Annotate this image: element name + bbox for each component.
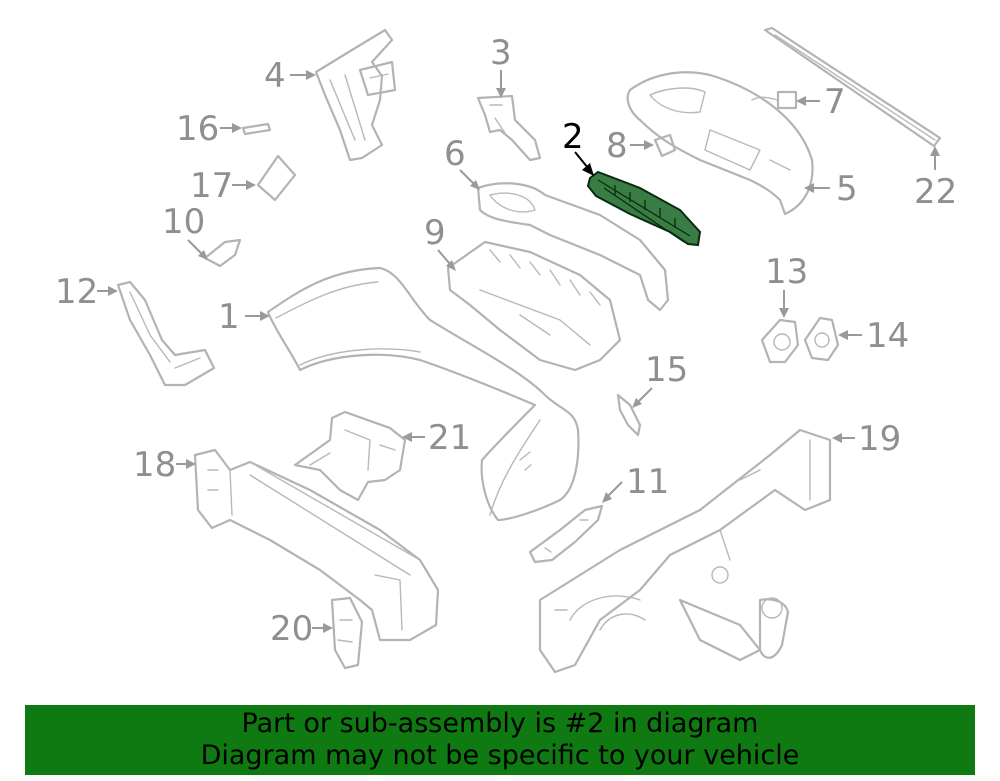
- callout-7[interactable]: 7: [796, 82, 846, 122]
- callout-label-18: 18: [133, 445, 176, 485]
- callout-label-10: 10: [162, 202, 205, 242]
- part-13-sensor-holder[interactable]: [760, 318, 800, 364]
- callout-1[interactable]: 1: [218, 297, 270, 337]
- part-18-impact-bar[interactable]: [193, 448, 440, 642]
- callout-label-13: 13: [765, 252, 808, 292]
- callout-20[interactable]: 20: [270, 609, 333, 649]
- part-22-long-strip[interactable]: [763, 26, 942, 148]
- callout-label-22: 22: [914, 172, 957, 212]
- part-3-bracket[interactable]: [476, 94, 542, 162]
- parts-diagram: 1 2 3 4 5 6 7 8 9 10: [55, 26, 957, 674]
- callout-label-3: 3: [490, 33, 512, 73]
- callout-label-19: 19: [858, 419, 901, 459]
- callout-13[interactable]: 13: [765, 252, 808, 318]
- part-5-diffuser[interactable]: [626, 71, 814, 216]
- callout-21[interactable]: 21: [402, 418, 471, 458]
- callout-label-15: 15: [645, 350, 688, 390]
- callout-17[interactable]: 17: [190, 166, 256, 206]
- part-12-side-bracket[interactable]: [116, 280, 216, 387]
- callout-label-8: 8: [606, 126, 628, 166]
- callout-9[interactable]: 9: [424, 213, 456, 271]
- part-6-trim-molding[interactable]: [476, 182, 670, 312]
- part-10-small-bracket[interactable]: [203, 238, 242, 268]
- part-14-sensor-holder[interactable]: [803, 316, 840, 362]
- banner-line-disclaimer: Diagram may not be specific to your vehi…: [200, 740, 800, 771]
- part-1-bumper-cover[interactable]: [266, 266, 580, 522]
- callout-10[interactable]: 10: [162, 202, 208, 260]
- callout-22[interactable]: 22: [914, 146, 957, 212]
- callout-label-20: 20: [270, 609, 313, 649]
- part-4-mounting-bracket[interactable]: [314, 28, 397, 162]
- part-11-trim[interactable]: [528, 504, 604, 564]
- callout-label-12: 12: [55, 272, 98, 312]
- callout-14[interactable]: 14: [838, 316, 909, 356]
- part-7-clip[interactable]: [751, 90, 798, 110]
- callout-6[interactable]: 6: [444, 134, 480, 190]
- part-8-clip[interactable]: [653, 133, 677, 158]
- part-9-absorber[interactable]: [446, 240, 622, 372]
- part-15-strip[interactable]: [616, 393, 642, 437]
- callout-11[interactable]: 11: [602, 462, 669, 503]
- part-20-bracket-plate[interactable]: [330, 596, 364, 670]
- callout-4[interactable]: 4: [264, 56, 316, 96]
- callout-label-9: 9: [424, 213, 446, 253]
- callout-2[interactable]: 2: [562, 117, 594, 176]
- callout-label-11: 11: [626, 462, 669, 502]
- part-17-pad[interactable]: [256, 154, 297, 202]
- banner-line-part-number: Part or sub-assembly is #2 in diagram: [241, 708, 759, 739]
- callout-label-7: 7: [824, 82, 846, 122]
- callout-15[interactable]: 15: [632, 350, 688, 408]
- callout-16[interactable]: 16: [176, 109, 242, 149]
- part-2-reinforcement-highlighted[interactable]: [586, 170, 702, 247]
- callout-label-2: 2: [562, 117, 584, 157]
- callout-label-17: 17: [190, 166, 233, 206]
- part-16-strip[interactable]: [241, 122, 272, 136]
- callout-19[interactable]: 19: [832, 419, 901, 459]
- callout-12[interactable]: 12: [55, 272, 118, 312]
- callout-3[interactable]: 3: [490, 33, 512, 98]
- callout-label-4: 4: [264, 56, 286, 96]
- callout-18[interactable]: 18: [133, 445, 196, 485]
- callout-8[interactable]: 8: [606, 126, 654, 166]
- callout-label-21: 21: [428, 418, 471, 458]
- part-19-tow-hitch[interactable]: [538, 428, 832, 674]
- callout-5[interactable]: 5: [804, 169, 858, 209]
- callout-label-16: 16: [176, 109, 219, 149]
- callout-label-5: 5: [836, 169, 858, 209]
- callout-label-1: 1: [218, 297, 240, 337]
- part-21-tow-bracket[interactable]: [293, 410, 407, 502]
- callout-label-14: 14: [866, 316, 909, 356]
- info-banner: Part or sub-assembly is #2 in diagram Di…: [25, 705, 975, 775]
- callout-label-6: 6: [444, 134, 466, 174]
